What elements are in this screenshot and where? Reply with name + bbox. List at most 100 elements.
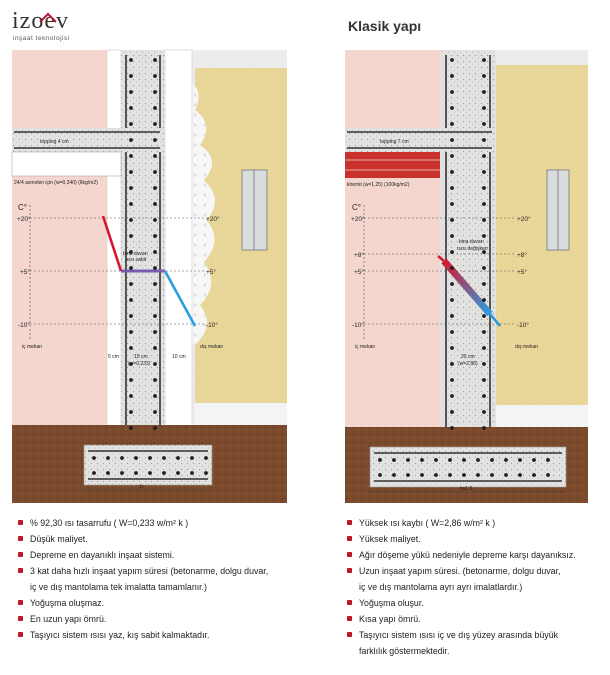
left-insulation-label-2: ısısı sabit xyxy=(125,257,147,263)
rebar-dot xyxy=(129,362,133,366)
rebar-dot xyxy=(476,473,480,477)
rebar-dot xyxy=(392,473,396,477)
rebar-dot xyxy=(153,298,157,302)
rebar-dot xyxy=(129,74,133,78)
rebar-dot xyxy=(134,471,138,475)
left-outside-label: dış mekan xyxy=(200,344,223,350)
right-inside-label: iç mekan xyxy=(355,344,375,350)
rebar-dot xyxy=(378,473,382,477)
right-drawback-item: Ağır döşeme yükü nedeniyle depreme karşı… xyxy=(347,547,607,563)
rebar-dot xyxy=(482,218,486,222)
rebar-dot xyxy=(420,458,424,462)
left-beam-label: 24/4 asmolen için (w=0,340) (6kg/m2) xyxy=(14,180,98,186)
rebar-dot xyxy=(153,330,157,334)
right-unit: C° xyxy=(352,203,361,212)
left-benefit-item: Yoğuşma oluşmaz. xyxy=(18,595,318,611)
rebar-dot xyxy=(482,58,486,62)
rebar-dot xyxy=(462,458,466,462)
rebar-dot xyxy=(406,458,410,462)
right-interior-wall xyxy=(345,50,440,445)
rebar-dot xyxy=(450,202,454,206)
left-benefits-list: % 92,30 ısı tasarrufu ( W=0,233 w/m² k )… xyxy=(18,515,318,643)
rebar-dot xyxy=(482,346,486,350)
rebar-dot xyxy=(153,122,157,126)
right-drawback-item: farklılık göstermektedir. xyxy=(359,646,450,656)
right-brick-slab xyxy=(345,152,440,178)
rebar-dot xyxy=(153,170,157,174)
rebar-dot xyxy=(490,473,494,477)
left-benefit-item: % 92,30 ısı tasarrufu ( W=0,233 w/m² k ) xyxy=(18,515,318,531)
rebar-dot xyxy=(450,298,454,302)
right-drawback-item: Yoğuşma oluşur. xyxy=(347,595,607,611)
rebar-dot xyxy=(490,458,494,462)
rebar-dot xyxy=(176,471,180,475)
rebar-dot xyxy=(482,426,486,430)
rebar-dot xyxy=(482,362,486,366)
right-cold-gradient xyxy=(489,313,501,327)
rebar-dot xyxy=(129,426,133,430)
left-insulation-label-1: bina duvarı xyxy=(123,251,148,257)
rebar-dot xyxy=(504,458,508,462)
right-tick-20: +20° xyxy=(351,215,365,223)
rebar-dot xyxy=(153,234,157,238)
left-outer-eps xyxy=(164,49,193,446)
rebar-dot xyxy=(153,202,157,206)
right-drawback-item: Kısa yapı ömrü. xyxy=(347,611,607,627)
rebar-dot xyxy=(482,90,486,94)
rebar-dot xyxy=(153,58,157,62)
right-dim-core: 20 cm xyxy=(461,354,475,360)
left-concrete-core xyxy=(121,50,165,445)
rebar-dot xyxy=(450,250,454,254)
rebar-dot xyxy=(482,394,486,398)
rebar-dot xyxy=(129,58,133,62)
rebar-dot xyxy=(482,298,486,302)
rebar-dot xyxy=(153,362,157,366)
rebar-dot xyxy=(482,378,486,382)
left-cold-gradient xyxy=(163,270,197,327)
rebar-dot xyxy=(120,456,124,460)
left-unit: C° xyxy=(18,203,27,212)
rebar-dot xyxy=(448,458,452,462)
rebar-dot xyxy=(518,458,522,462)
rebar-dot xyxy=(450,170,454,174)
right-dim-core-w: (w=2,86) xyxy=(458,361,478,367)
rebar-dot xyxy=(546,473,550,477)
rebar-dot xyxy=(153,90,157,94)
right-snow xyxy=(496,405,588,427)
rebar-dot xyxy=(482,154,486,158)
rebar-dot xyxy=(450,378,454,382)
rebar-dot xyxy=(129,394,133,398)
rebar-dot xyxy=(153,346,157,350)
rebar-dot xyxy=(120,471,124,475)
rebar-dot xyxy=(450,394,454,398)
right-tick-8: +8° xyxy=(354,251,364,259)
rebar-dot xyxy=(406,473,410,477)
left-interior-wall xyxy=(12,50,107,445)
rebar-dot xyxy=(153,378,157,382)
right-beam-label: kiremit (w=1,25) (100kg/m2) xyxy=(347,182,410,188)
right-slab-label: topping 7 cm xyxy=(380,139,409,145)
right-drawback-item: Taşıyıcı sistem ısısı iç ve dış yüzey ar… xyxy=(347,627,607,643)
rebar-dot xyxy=(504,473,508,477)
rebar-dot xyxy=(450,58,454,62)
right-tick-20-right: +20° xyxy=(517,215,531,223)
rebar-dot xyxy=(92,471,96,475)
rebar-dot xyxy=(153,250,157,254)
left-benefit-item: Depreme en dayanıklı inşaat sistemi. xyxy=(18,547,318,563)
rebar-dot xyxy=(153,218,157,222)
rebar-dot xyxy=(204,456,208,460)
right-panel: bx1,5 C° +20° +8° +5° -10° +20° +8° +5° … xyxy=(345,50,588,503)
rebar-dot xyxy=(482,186,486,190)
rebar-dot xyxy=(129,122,133,126)
left-hot-gradient xyxy=(101,215,123,272)
rebar-dot xyxy=(450,122,454,126)
rebar-dot xyxy=(482,122,486,126)
rebar-dot xyxy=(153,266,157,270)
rebar-dots xyxy=(92,58,550,477)
rebar-dot xyxy=(129,154,133,158)
rebar-dot xyxy=(148,471,152,475)
rebar-dot xyxy=(518,473,522,477)
rebar-dot xyxy=(204,471,208,475)
rebar-dot xyxy=(450,426,454,430)
rebar-dot xyxy=(106,471,110,475)
